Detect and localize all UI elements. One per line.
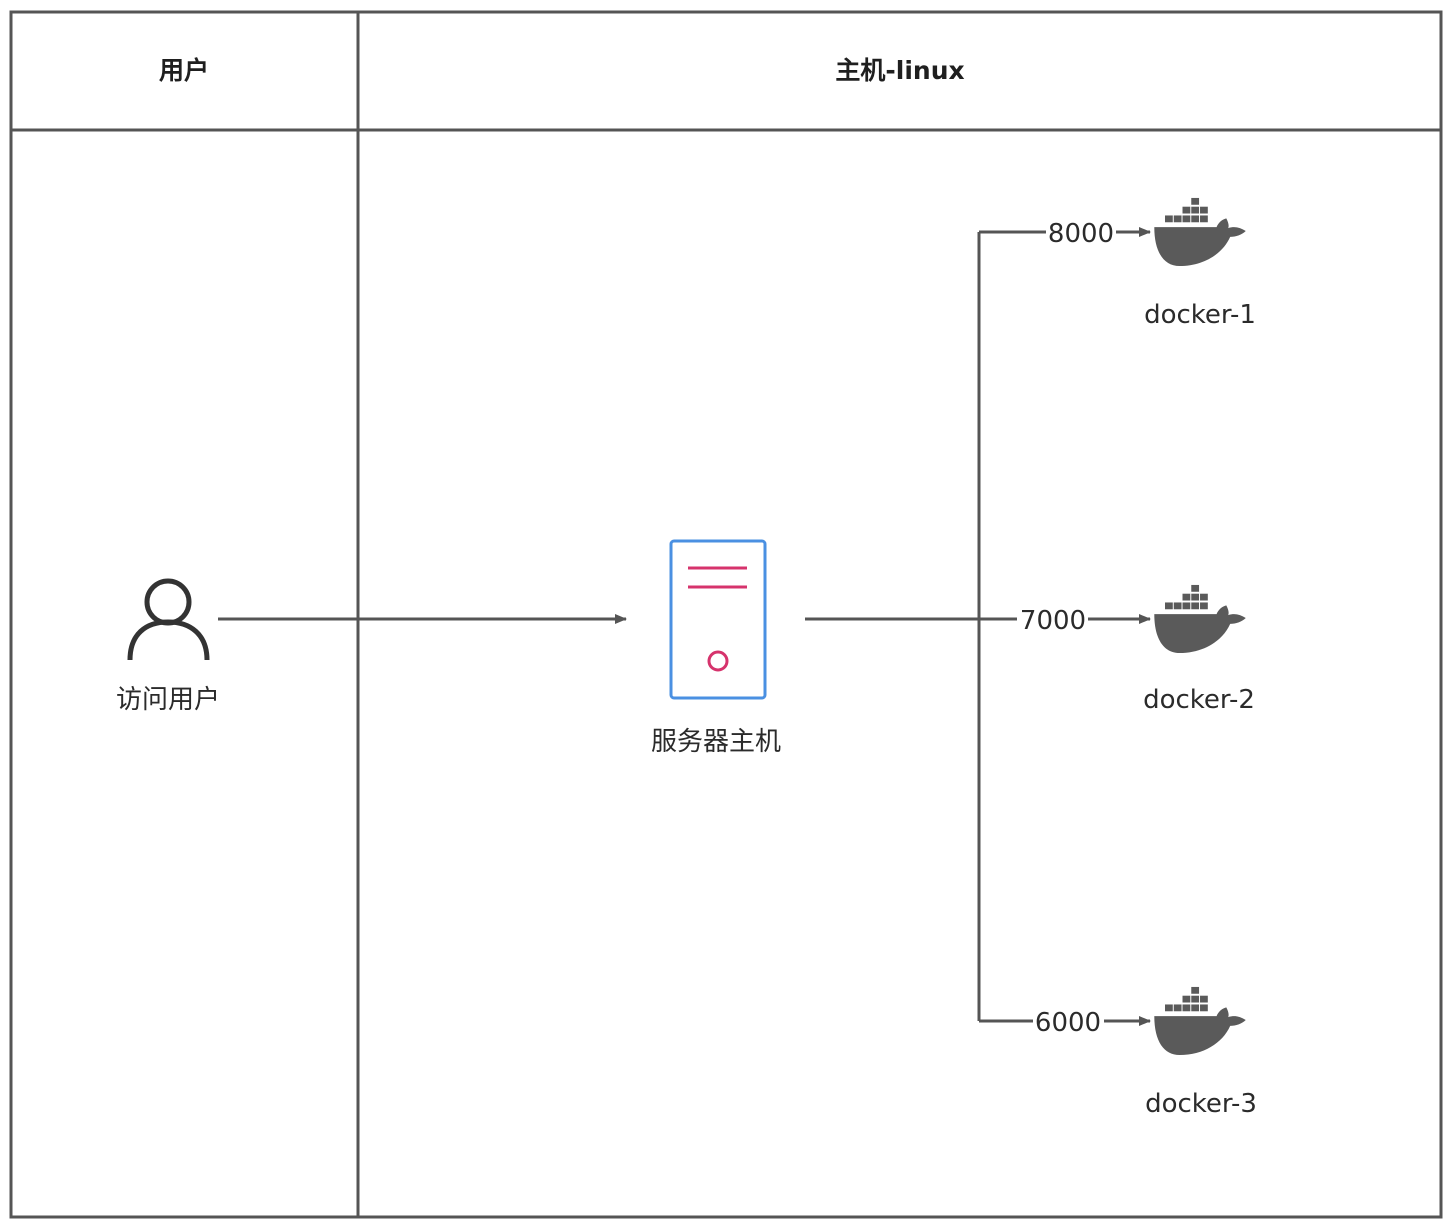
server-icon [669,539,767,700]
port-label-docker-1: 8000 [1048,219,1114,249]
user-node[interactable]: 访问用户 [116,578,220,715]
server-node[interactable]: 服务器主机 [651,539,781,757]
docker-label-3: docker-3 [1145,1089,1257,1119]
docker-node-2[interactable]: docker-2 [1143,584,1255,715]
lane-title-host: 主机-linux [835,56,964,85]
lane-title-user: 用户 [159,56,209,85]
docker-label-1: docker-1 [1144,300,1256,330]
docker-whale-icon [1154,197,1246,267]
port-label-docker-2: 7000 [1020,606,1086,636]
edges-server-to-containers [805,227,1151,1026]
docker-node-3[interactable]: docker-3 [1145,986,1257,1119]
port-label-docker-3: 6000 [1035,1008,1101,1038]
server-label: 服务器主机 [651,727,781,757]
docker-label-2: docker-2 [1143,685,1255,715]
docker-whale-icon [1154,584,1246,654]
docker-whale-icon [1154,986,1246,1056]
user-label: 访问用户 [116,685,220,715]
person-icon [127,578,210,661]
swimlane-frame [9,10,1443,1219]
docker-node-1[interactable]: docker-1 [1144,197,1256,330]
